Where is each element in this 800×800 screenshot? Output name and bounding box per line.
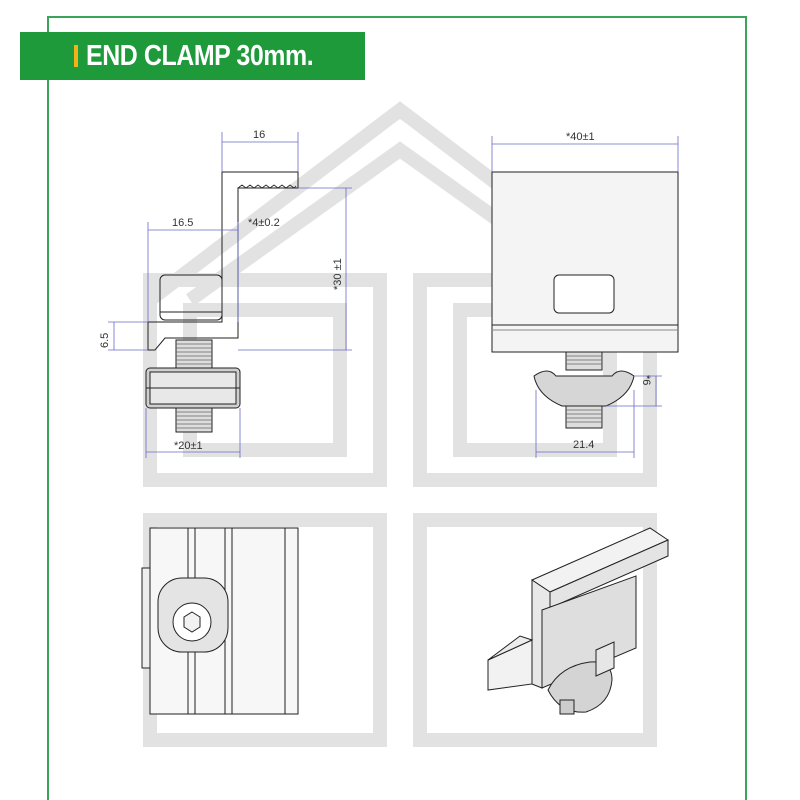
side-bolt-upper (175, 339, 213, 369)
side-clamp-profile (147, 171, 299, 351)
top-view (141, 527, 299, 715)
frame-right-border (745, 16, 747, 800)
side-view (145, 171, 299, 433)
dim-front-nut-width: 21.4 (573, 439, 594, 451)
dim-side-top-width: 16 (253, 129, 265, 141)
front-nut (533, 370, 635, 407)
front-bolt-lower (565, 405, 603, 429)
frame-top-border (47, 16, 747, 18)
dim-side-bottom-width: *20±1 (174, 440, 203, 452)
isometric-view (487, 527, 670, 715)
top-view-side-tab (141, 567, 151, 669)
side-slide-block (159, 274, 223, 321)
title-accent-bar (74, 45, 78, 67)
side-dimension-lines (108, 132, 352, 458)
dim-front-nut-height: *6 (640, 375, 652, 385)
dim-side-height: *30 ±1 (332, 258, 344, 290)
iso-bolt (559, 699, 575, 715)
front-clamp-body (491, 171, 679, 353)
front-bolt-upper (565, 351, 603, 371)
side-clamp-serration (237, 184, 297, 189)
dim-side-offset: 16.5 (172, 217, 193, 229)
front-slide-block (553, 274, 615, 314)
front-view (491, 171, 679, 429)
frame-left-border (47, 18, 49, 800)
dim-side-tolerance: *4±0.2 (248, 217, 280, 229)
title-banner: END CLAMP 30mm. (20, 32, 365, 80)
dim-side-bolt-height: 6.5 (99, 333, 111, 348)
front-dimension-lines (491, 136, 679, 458)
dim-front-width: *40±1 (566, 131, 595, 143)
page-title: END CLAMP 30mm. (86, 39, 314, 72)
hex-socket-icon (183, 611, 201, 633)
